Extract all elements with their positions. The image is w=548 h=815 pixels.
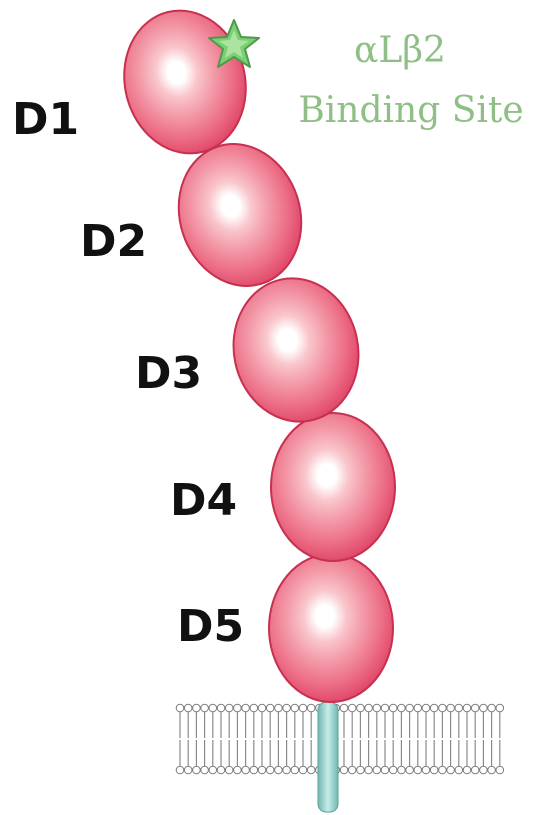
lipid-head [471,704,479,712]
lipid-head [340,704,348,712]
domain-d4-ellipse [271,413,395,561]
lipid-head [275,766,283,774]
domain-d1-ellipse [109,0,260,166]
lipid-head [176,766,184,774]
lipid-head [381,704,389,712]
lipid-head [299,704,307,712]
lipid-head [496,766,504,774]
lipid-head [439,704,447,712]
lipid-head [184,766,192,774]
lipid-head [496,704,504,712]
lipid-head [398,766,406,774]
lipid-head [422,704,430,712]
lipid-head [307,704,315,712]
lipid-head [463,704,471,712]
lipid-head [209,766,217,774]
binding-site-ligand-label: αLβ2 [354,30,446,71]
lipid-head [414,766,422,774]
domain-label-d4: D4 [170,475,237,526]
lipid-head [389,766,397,774]
lipid-head [480,766,488,774]
domain-label-d3: D3 [135,348,202,399]
lipid-head [299,766,307,774]
lipid-head [283,704,291,712]
lipid-head [381,766,389,774]
transmembrane-segment [318,702,338,812]
domain-d3-ellipse [220,267,371,434]
lipid-head [307,766,315,774]
lipid-head [455,704,463,712]
lipid-head [234,766,242,774]
lipid-head [373,704,381,712]
domain-d5-ellipse [269,554,393,702]
lipid-head [258,704,266,712]
lipid-head [357,704,365,712]
lipid-head [365,766,373,774]
lipid-head [242,704,250,712]
lipid-head [225,766,233,774]
lipid-head [430,704,438,712]
lipid-head [406,766,414,774]
lipid-head [488,704,496,712]
lipid-head [447,766,455,774]
lipid-head [406,704,414,712]
lipid-head [488,766,496,774]
lipid-head [225,704,233,712]
lipid-head [291,704,299,712]
lipid-head [242,766,250,774]
lipid-head [193,704,201,712]
lipid-head [348,766,356,774]
lipid-head [365,704,373,712]
lipid-head [209,704,217,712]
lipid-head [193,766,201,774]
lipid-head [201,704,209,712]
lipid-head [283,766,291,774]
lipid-head [455,766,463,774]
lipid-head [266,704,274,712]
lipid-head [471,766,479,774]
lipid-head [266,766,274,774]
lipid-head [217,766,225,774]
lipid-head [250,766,258,774]
lipid-head [422,766,430,774]
lipid-head [184,704,192,712]
lipid-head [480,704,488,712]
lipid-head [430,766,438,774]
lipid-head [463,766,471,774]
lipid-head [414,704,422,712]
lipid-head [348,704,356,712]
lipid-head [439,766,447,774]
lipid-head [201,766,209,774]
lipid-head [234,704,242,712]
lipid-head [389,704,397,712]
lipid-head [258,766,266,774]
lipid-head [447,704,455,712]
lipid-head [398,704,406,712]
lipid-head [250,704,258,712]
lipid-head [291,766,299,774]
lipid-head [275,704,283,712]
domain-label-d5: D5 [177,601,244,652]
lipid-head [357,766,365,774]
lipid-head [373,766,381,774]
domain-label-d2: D2 [80,216,147,267]
lipid-head [340,766,348,774]
domain-label-d1: D1 [12,94,79,145]
lipid-head [217,704,225,712]
binding-site-label: Binding Site [298,90,523,131]
cell-membrane [176,704,503,774]
lipid-head [176,704,184,712]
